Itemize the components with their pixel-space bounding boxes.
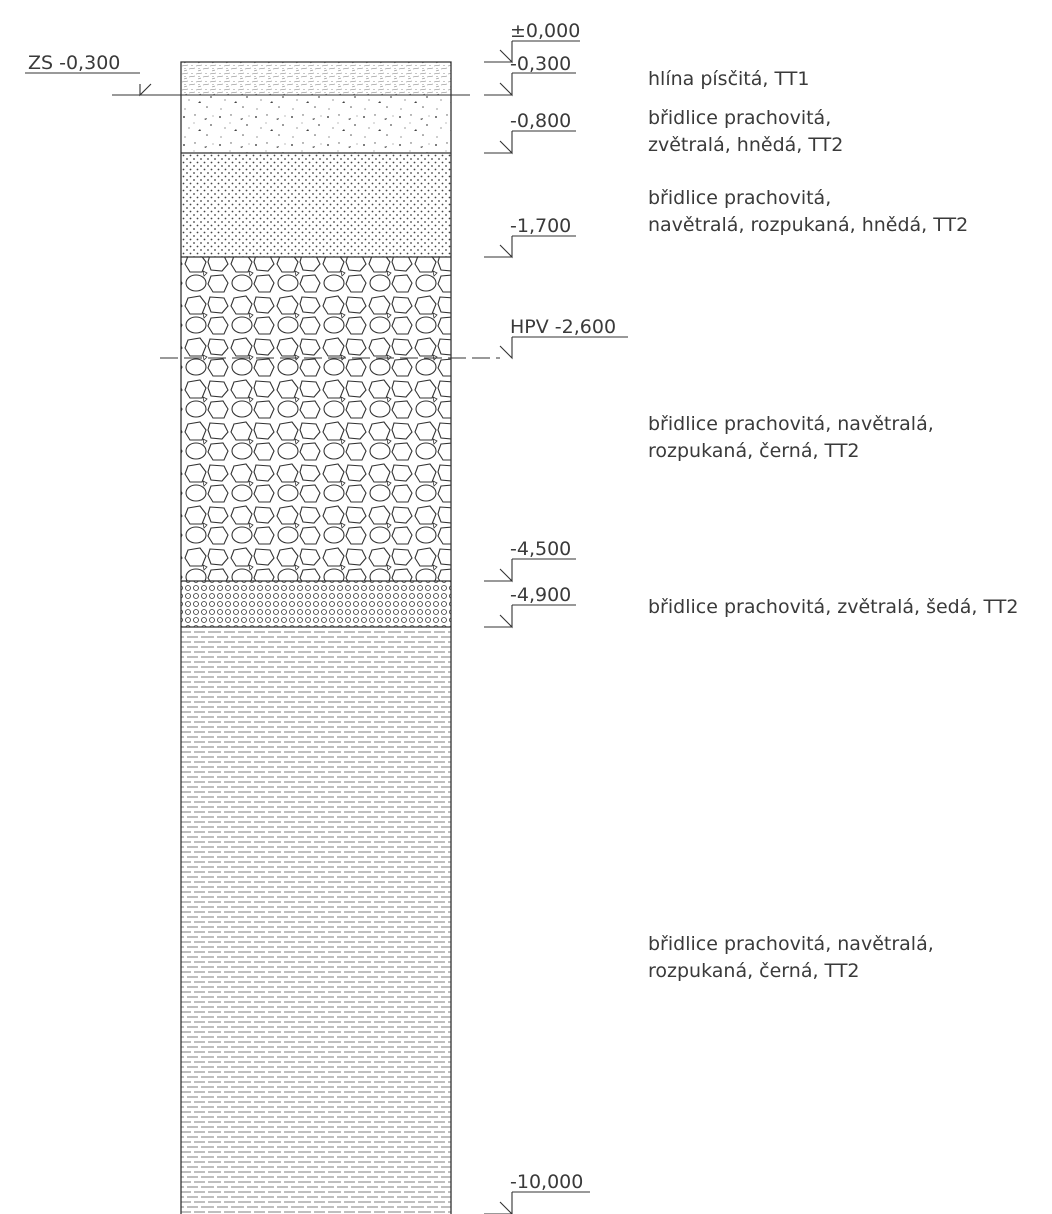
- borehole-column: [180, 61, 452, 1214]
- layer-1-fill: [181, 62, 451, 95]
- terrain-level-label: ZS -0,300: [28, 52, 120, 74]
- elevation-marker-0300: [484, 72, 576, 97]
- layer-4-line-1: břidlice prachovitá, navětralá,: [648, 413, 934, 435]
- layer-5-description: břidlice prachovitá, zvětralá, šedá, TT2: [648, 594, 1018, 621]
- layer-2-line-2: zvětralá, hnědá, TT2: [648, 134, 844, 156]
- elevation-marker-1700: [484, 235, 576, 259]
- groundwater-level: [160, 336, 628, 360]
- elevation-marker-top: [484, 40, 580, 64]
- groundwater-level-label: HPV -2,600: [510, 316, 616, 338]
- layer-6-line-2: rozpukaná, černá, TT2: [648, 960, 860, 982]
- elevation-label-0800: -0,800: [510, 110, 571, 132]
- layer-4-line-2: rozpukaná, černá, TT2: [648, 440, 860, 462]
- layer-2-line-1: břidlice prachovitá,: [648, 107, 832, 129]
- elevation-label-1700: -1,700: [510, 215, 571, 237]
- layer-4-fill: [181, 257, 451, 581]
- layer-4-description: břidlice prachovitá, navětralá, rozpukan…: [648, 411, 934, 465]
- layer-1-description: hlína písčitá, TT1: [648, 66, 809, 93]
- elevation-label-top: ±0,000: [510, 20, 580, 42]
- layer-5-line-1: břidlice prachovitá, zvětralá, šedá, TT2: [648, 596, 1019, 618]
- layer-5-fill: [181, 581, 451, 627]
- layer-6-description: břidlice prachovitá, navětralá, rozpukan…: [648, 931, 934, 985]
- layer-6-line-1: břidlice prachovitá, navětralá,: [648, 933, 934, 955]
- layer-6-fill: [181, 627, 451, 1214]
- elevation-marker-0800: [484, 130, 576, 155]
- elevation-label-10000: -10,000: [510, 1171, 583, 1193]
- layer-3-description: břidlice prachovitá, navětralá, rozpukan…: [648, 185, 968, 239]
- layer-2-description: břidlice prachovitá, zvětralá, hnědá, TT…: [648, 105, 843, 159]
- layer-2-fill: [181, 95, 451, 153]
- elevation-label-4500: -4,500: [510, 538, 571, 560]
- elevation-marker-4500: [484, 558, 576, 583]
- elevation-marker-10000: [484, 1191, 590, 1214]
- layer-3-line-1: břidlice prachovitá,: [648, 187, 832, 209]
- layer-3-fill: [181, 153, 451, 257]
- elevation-label-4900: -4,900: [510, 584, 571, 606]
- layer-1-line-1: hlína písčitá, TT1: [648, 68, 810, 90]
- layer-3-line-2: navětralá, rozpukaná, hnědá, TT2: [648, 214, 969, 236]
- elevation-label-0300: -0,300: [510, 53, 571, 75]
- terrain-level: [25, 72, 470, 97]
- elevation-marker-4900: [484, 604, 576, 629]
